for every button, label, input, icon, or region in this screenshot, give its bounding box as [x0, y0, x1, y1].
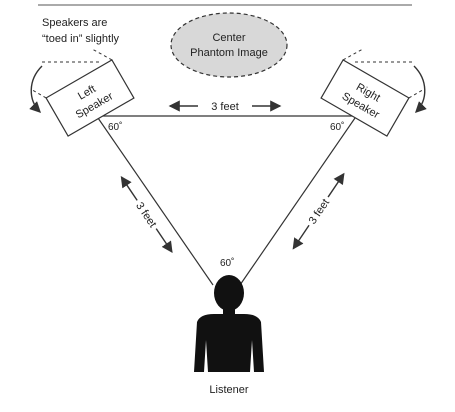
right-rotation-arrow	[413, 65, 427, 113]
right-distance-label: 3 feet	[307, 197, 332, 227]
right-speaker: Right Speaker	[320, 48, 424, 137]
left-side-line	[97, 117, 214, 286]
angle-right: 60˚	[330, 121, 344, 133]
phantom-line-1: Center	[212, 32, 245, 44]
phantom-line-2: Phantom Image	[190, 47, 268, 59]
right-side-line	[239, 117, 356, 286]
listener-label: Listener	[209, 384, 248, 396]
top-distance-label: 3 feet	[211, 101, 239, 113]
angle-left: 60˚	[108, 121, 122, 133]
left-distance-label: 3 feet	[133, 200, 158, 230]
phantom-image-ellipse	[170, 12, 288, 78]
right-distance: 3 feet	[292, 172, 345, 250]
note-line-1: Speakers are	[42, 17, 107, 29]
note-line-2: “toed in” slightly	[42, 33, 120, 45]
listener-silhouette	[194, 275, 264, 372]
angle-bottom: 60˚	[220, 257, 234, 269]
left-rotation-arrow	[29, 65, 43, 113]
